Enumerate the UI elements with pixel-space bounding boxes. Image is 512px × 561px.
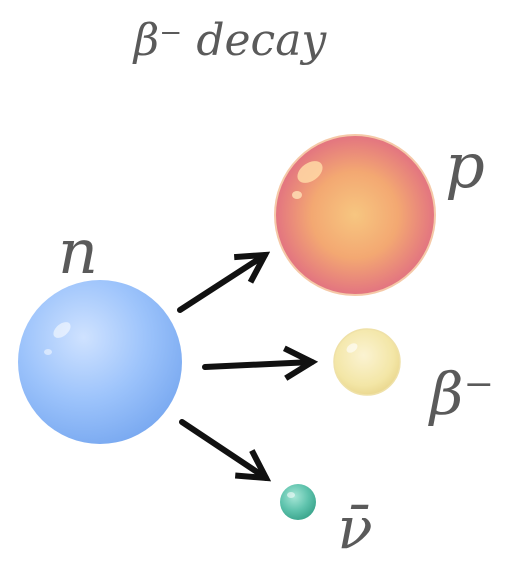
beta-label: β⁻ — [428, 360, 494, 428]
arrow-to-proton — [177, 255, 265, 313]
arrow-to-antineutrino — [179, 419, 266, 478]
beta-particle — [333, 328, 401, 396]
neutron-particle — [18, 280, 182, 444]
antineutrino-label: ν̄ — [337, 494, 372, 561]
proton-label: p — [445, 129, 485, 202]
antineutrino-particle — [280, 484, 316, 520]
neutron-label: n — [58, 215, 98, 288]
diagram-title: β⁻ decay — [132, 15, 328, 66]
arrow-to-beta — [202, 362, 312, 367]
proton-particle — [274, 134, 436, 296]
